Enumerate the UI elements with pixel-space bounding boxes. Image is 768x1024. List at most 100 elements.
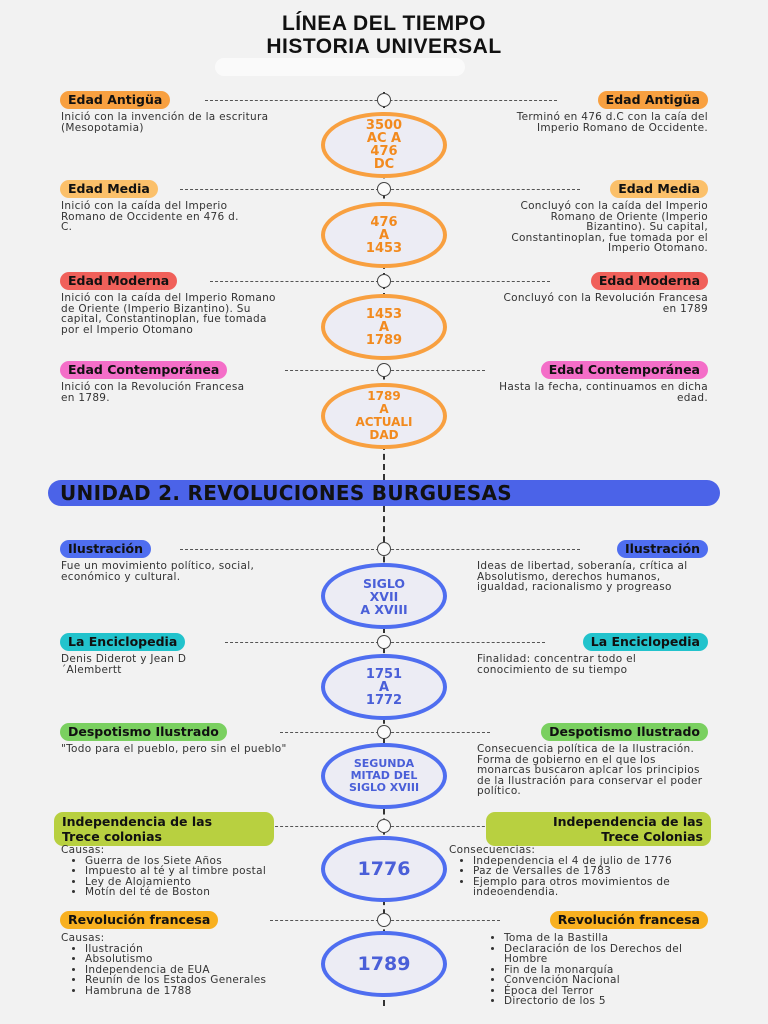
- revolucion-consequences: Toma de la Bastilla Declaración de los D…: [482, 933, 712, 1007]
- edad-contemporanea-start-text: Inició con la Revolución Francesa en 178…: [61, 381, 245, 404]
- pill-edad-contemporanea-right: Edad Contemporánea: [540, 361, 708, 379]
- date-circle-enciclopedia: 1751 A 1772: [321, 654, 447, 720]
- edad-antigua-end-text: Terminó en 476 d.C con la caía del Imper…: [516, 111, 708, 134]
- list-item: Fin de la monarquía: [504, 964, 712, 976]
- pill-line: Trece colonias: [62, 829, 162, 844]
- date-circle-media: 476 A 1453: [321, 202, 447, 268]
- list-item: Directorio de los 5: [504, 996, 712, 1007]
- pill-enciclopedia-right: La Enciclopedia: [582, 633, 708, 651]
- independencia-consequences: Consecuencias: Independencia el 4 de jul…: [449, 845, 734, 898]
- list-item: Absolutismo: [85, 954, 291, 965]
- edad-antigua-start-text: Inició con la invención de la escritura …: [61, 111, 269, 134]
- timeline-node: [377, 913, 391, 927]
- pill-line: Independencia de las: [62, 814, 213, 829]
- timeline-node: [377, 635, 391, 649]
- circle-line: 1789: [365, 332, 403, 348]
- title-line-2: HISTORIA UNIVERSAL: [266, 35, 502, 58]
- pill-revolucion-right: Revolución francesa: [549, 911, 708, 929]
- circle-line: 1772: [365, 692, 403, 708]
- pill-edad-moderna-right: Edad Moderna: [590, 272, 708, 290]
- circle-line: 1789: [367, 389, 401, 403]
- circle-line: A: [378, 227, 390, 243]
- edad-media-start-text: Inició con la caída del Imperio Romano d…: [61, 200, 239, 233]
- list-item: Ley de Alojamiento: [85, 876, 301, 888]
- circle-line: SEGUNDA: [353, 757, 415, 770]
- pill-ilustracion-left: Ilustración: [60, 540, 152, 558]
- enciclopedia-left-text: Denis Diderot y Jean D ´Alembertt: [61, 653, 187, 676]
- pill-edad-media-right: Edad Media: [610, 180, 708, 198]
- timeline-node: [377, 725, 391, 739]
- circle-line: XVII: [369, 588, 399, 604]
- edad-moderna-end-text: Concluyó con la Revolución Francesa en 1…: [503, 292, 708, 315]
- pill-edad-antigua-right: Edad Antigüa: [597, 91, 708, 109]
- circle-line: AC A: [366, 131, 402, 146]
- list-item: Impuesto al té y al timbre postal: [85, 866, 301, 877]
- despotismo-right-text: Consecuencia política de la Ilustración.…: [477, 743, 703, 797]
- list-item: Época del Terror: [504, 985, 712, 997]
- circle-line: 1453: [365, 240, 403, 256]
- circle-line: MITAD DEL: [350, 769, 418, 782]
- pill-line: Independencia de las: [552, 814, 703, 829]
- date-circle-ilustracion: SIGLO XVII A XVIII: [321, 563, 447, 629]
- date-circle-1789: 1789: [321, 931, 447, 997]
- list-item: Reunín de los Estados Generales: [85, 975, 291, 986]
- causes-label: Causas:: [61, 844, 105, 856]
- date-circle-moderna: 1453 A 1789: [321, 294, 447, 360]
- pill-independencia-right: Independencia de las Trece Colonias: [486, 812, 711, 846]
- pill-despotismo-left: Despotismo Ilustrado: [60, 723, 227, 741]
- circle-line: ACTUALI: [355, 415, 413, 429]
- timeline-node: [377, 274, 391, 288]
- pill-despotismo-right: Despotismo Ilustrado: [541, 723, 708, 741]
- circle-line: A XVIII: [360, 601, 408, 617]
- circle-line: 3500: [365, 118, 403, 133]
- circle-line: SIGLO: [362, 575, 406, 591]
- list-item: Paz de Versalles de 1783: [473, 866, 734, 877]
- pill-independencia-left: Independencia de las Trece colonias: [54, 812, 274, 846]
- pill-ilustracion-right: Ilustración: [616, 540, 708, 558]
- circle-line: SIGLO XVIII: [348, 781, 420, 794]
- pill-edad-moderna-left: Edad Moderna: [60, 272, 178, 290]
- pill-edad-antigua-left: Edad Antigüa: [60, 91, 171, 109]
- circle-line: DAD: [369, 428, 399, 442]
- timeline-node: [377, 363, 391, 377]
- list-item: Guerra de los Siete Años: [85, 855, 301, 867]
- revolucion-causes: Causas: Ilustración Absolutismo Independ…: [61, 933, 291, 996]
- edad-contemporanea-end-text: Hasta la fecha, continuamos en dicha eda…: [499, 381, 708, 404]
- list-item: Independencia de EUA: [85, 964, 291, 976]
- circle-line: 476: [370, 214, 398, 230]
- edad-moderna-start-text: Inició con la caída del Imperio Romano d…: [61, 292, 276, 336]
- date-circle-antigua: 3500 AC A 476 DC: [321, 112, 447, 178]
- title-line-1: LÍNEA DEL TIEMPO: [281, 12, 486, 35]
- ilustracion-left-text: Fue un movimiento político, social, econ…: [61, 560, 255, 583]
- independencia-causes: Causas: Guerra de los Siete Años Impuest…: [61, 845, 301, 898]
- causes-label: Causas:: [61, 932, 105, 944]
- timeline-node: [377, 93, 391, 107]
- pill-revolucion-left: Revolución francesa: [60, 911, 219, 929]
- despotismo-left-text: "Todo para el pueblo, pero sin el pueblo…: [61, 743, 287, 755]
- list-item: Hambruna de 1788: [85, 985, 291, 997]
- list-item: Toma de la Bastilla: [504, 933, 712, 944]
- list-item: Declaración de los Derechos del Hombre: [504, 943, 712, 965]
- date-circle-despotismo: SEGUNDA MITAD DEL SIGLO XVIII: [321, 743, 447, 809]
- pill-line: Trece Colonias: [601, 829, 703, 844]
- list-item: Motín del té de Boston: [85, 887, 301, 898]
- pill-edad-media-left: Edad Media: [60, 180, 158, 198]
- page-title: LÍNEA DEL TIEMPO HISTORIA UNIVERSAL: [0, 12, 768, 58]
- list-item: Independencia el 4 de julio de 1776: [473, 855, 734, 867]
- circle-line: 1751: [365, 666, 403, 682]
- pill-enciclopedia-left: La Enciclopedia: [60, 633, 186, 651]
- circle-line: DC: [373, 157, 395, 172]
- list-item: Ejemplo para otros movimientos de indeoe…: [473, 876, 734, 898]
- circle-line: A: [378, 319, 390, 335]
- circle-line: A: [378, 679, 390, 695]
- pill-edad-contemporanea-left: Edad Contemporánea: [60, 361, 228, 379]
- circle-line: 476: [370, 144, 398, 159]
- enciclopedia-right-text: Finalidad: concentrar todo el conocimien…: [477, 653, 637, 676]
- ilustracion-right-text: Ideas de libertad, soberanía, crítica al…: [477, 560, 688, 593]
- list-item: Ilustración: [85, 943, 291, 955]
- timeline-node: [377, 542, 391, 556]
- timeline-node: [377, 819, 391, 833]
- circle-line: 1453: [365, 306, 403, 322]
- redacted-subtitle: [215, 58, 465, 76]
- date-circle-1776: 1776: [321, 836, 447, 902]
